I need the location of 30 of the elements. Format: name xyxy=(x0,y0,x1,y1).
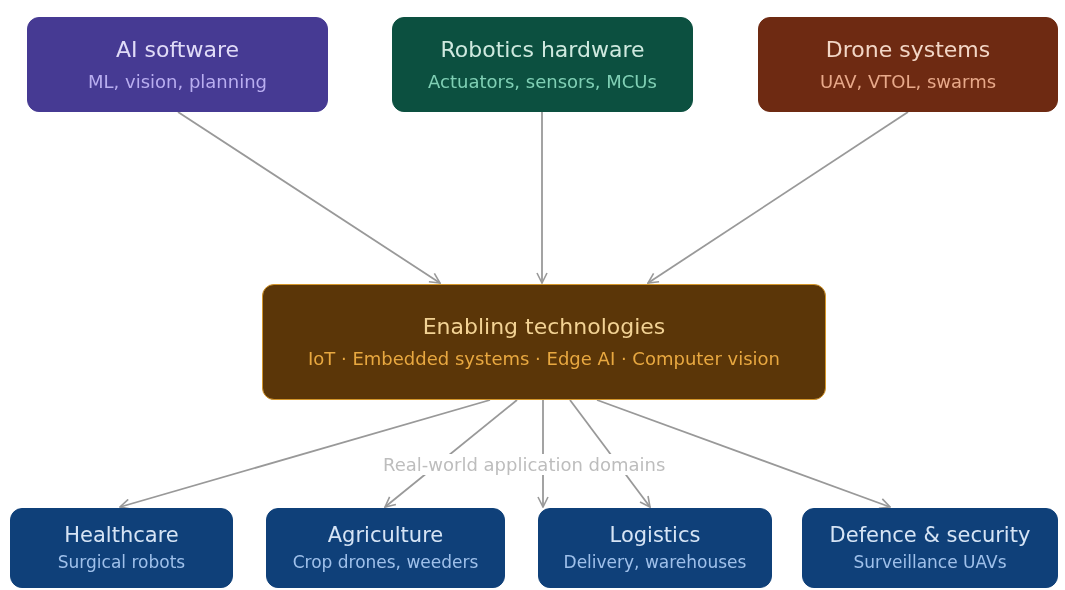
box-title: Drone systems xyxy=(825,36,991,63)
section-label: Real-world application domains xyxy=(381,454,668,475)
box-subtitle: Crop drones, weeders xyxy=(292,552,479,573)
box-title: Logistics xyxy=(609,523,701,549)
box-subtitle: Delivery, warehouses xyxy=(563,552,747,573)
box-subtitle: Actuators, sensors, MCUs xyxy=(428,70,657,93)
process-box xyxy=(10,508,233,588)
box-title: Defence & security xyxy=(829,523,1031,549)
process-box xyxy=(392,17,693,112)
box-subtitle: ML, vision, planning xyxy=(88,70,267,93)
arrow xyxy=(119,399,491,510)
process-box xyxy=(538,508,772,588)
box-title: Agriculture xyxy=(327,523,444,549)
box-subtitle: UAV, VTOL, swarms xyxy=(819,70,997,93)
process-box xyxy=(266,508,505,588)
arrow xyxy=(177,111,441,284)
arrow xyxy=(596,399,891,510)
box-title: AI software xyxy=(116,36,239,63)
box-subtitle: IoT · Embedded systems · Edge AI · Computer vision xyxy=(307,348,780,370)
process-box xyxy=(802,508,1058,588)
box-subtitle: Surgical robots xyxy=(57,552,186,573)
box-title: Robotics hardware xyxy=(440,36,645,63)
process-box xyxy=(758,17,1058,112)
box-subtitle: Surveillance UAVs xyxy=(853,552,1007,573)
process-box xyxy=(27,17,328,112)
box-title: Enabling technologies xyxy=(422,314,666,341)
arrow xyxy=(536,111,548,284)
process-box xyxy=(262,284,826,400)
box-title: Healthcare xyxy=(64,523,179,549)
arrow xyxy=(647,111,909,284)
